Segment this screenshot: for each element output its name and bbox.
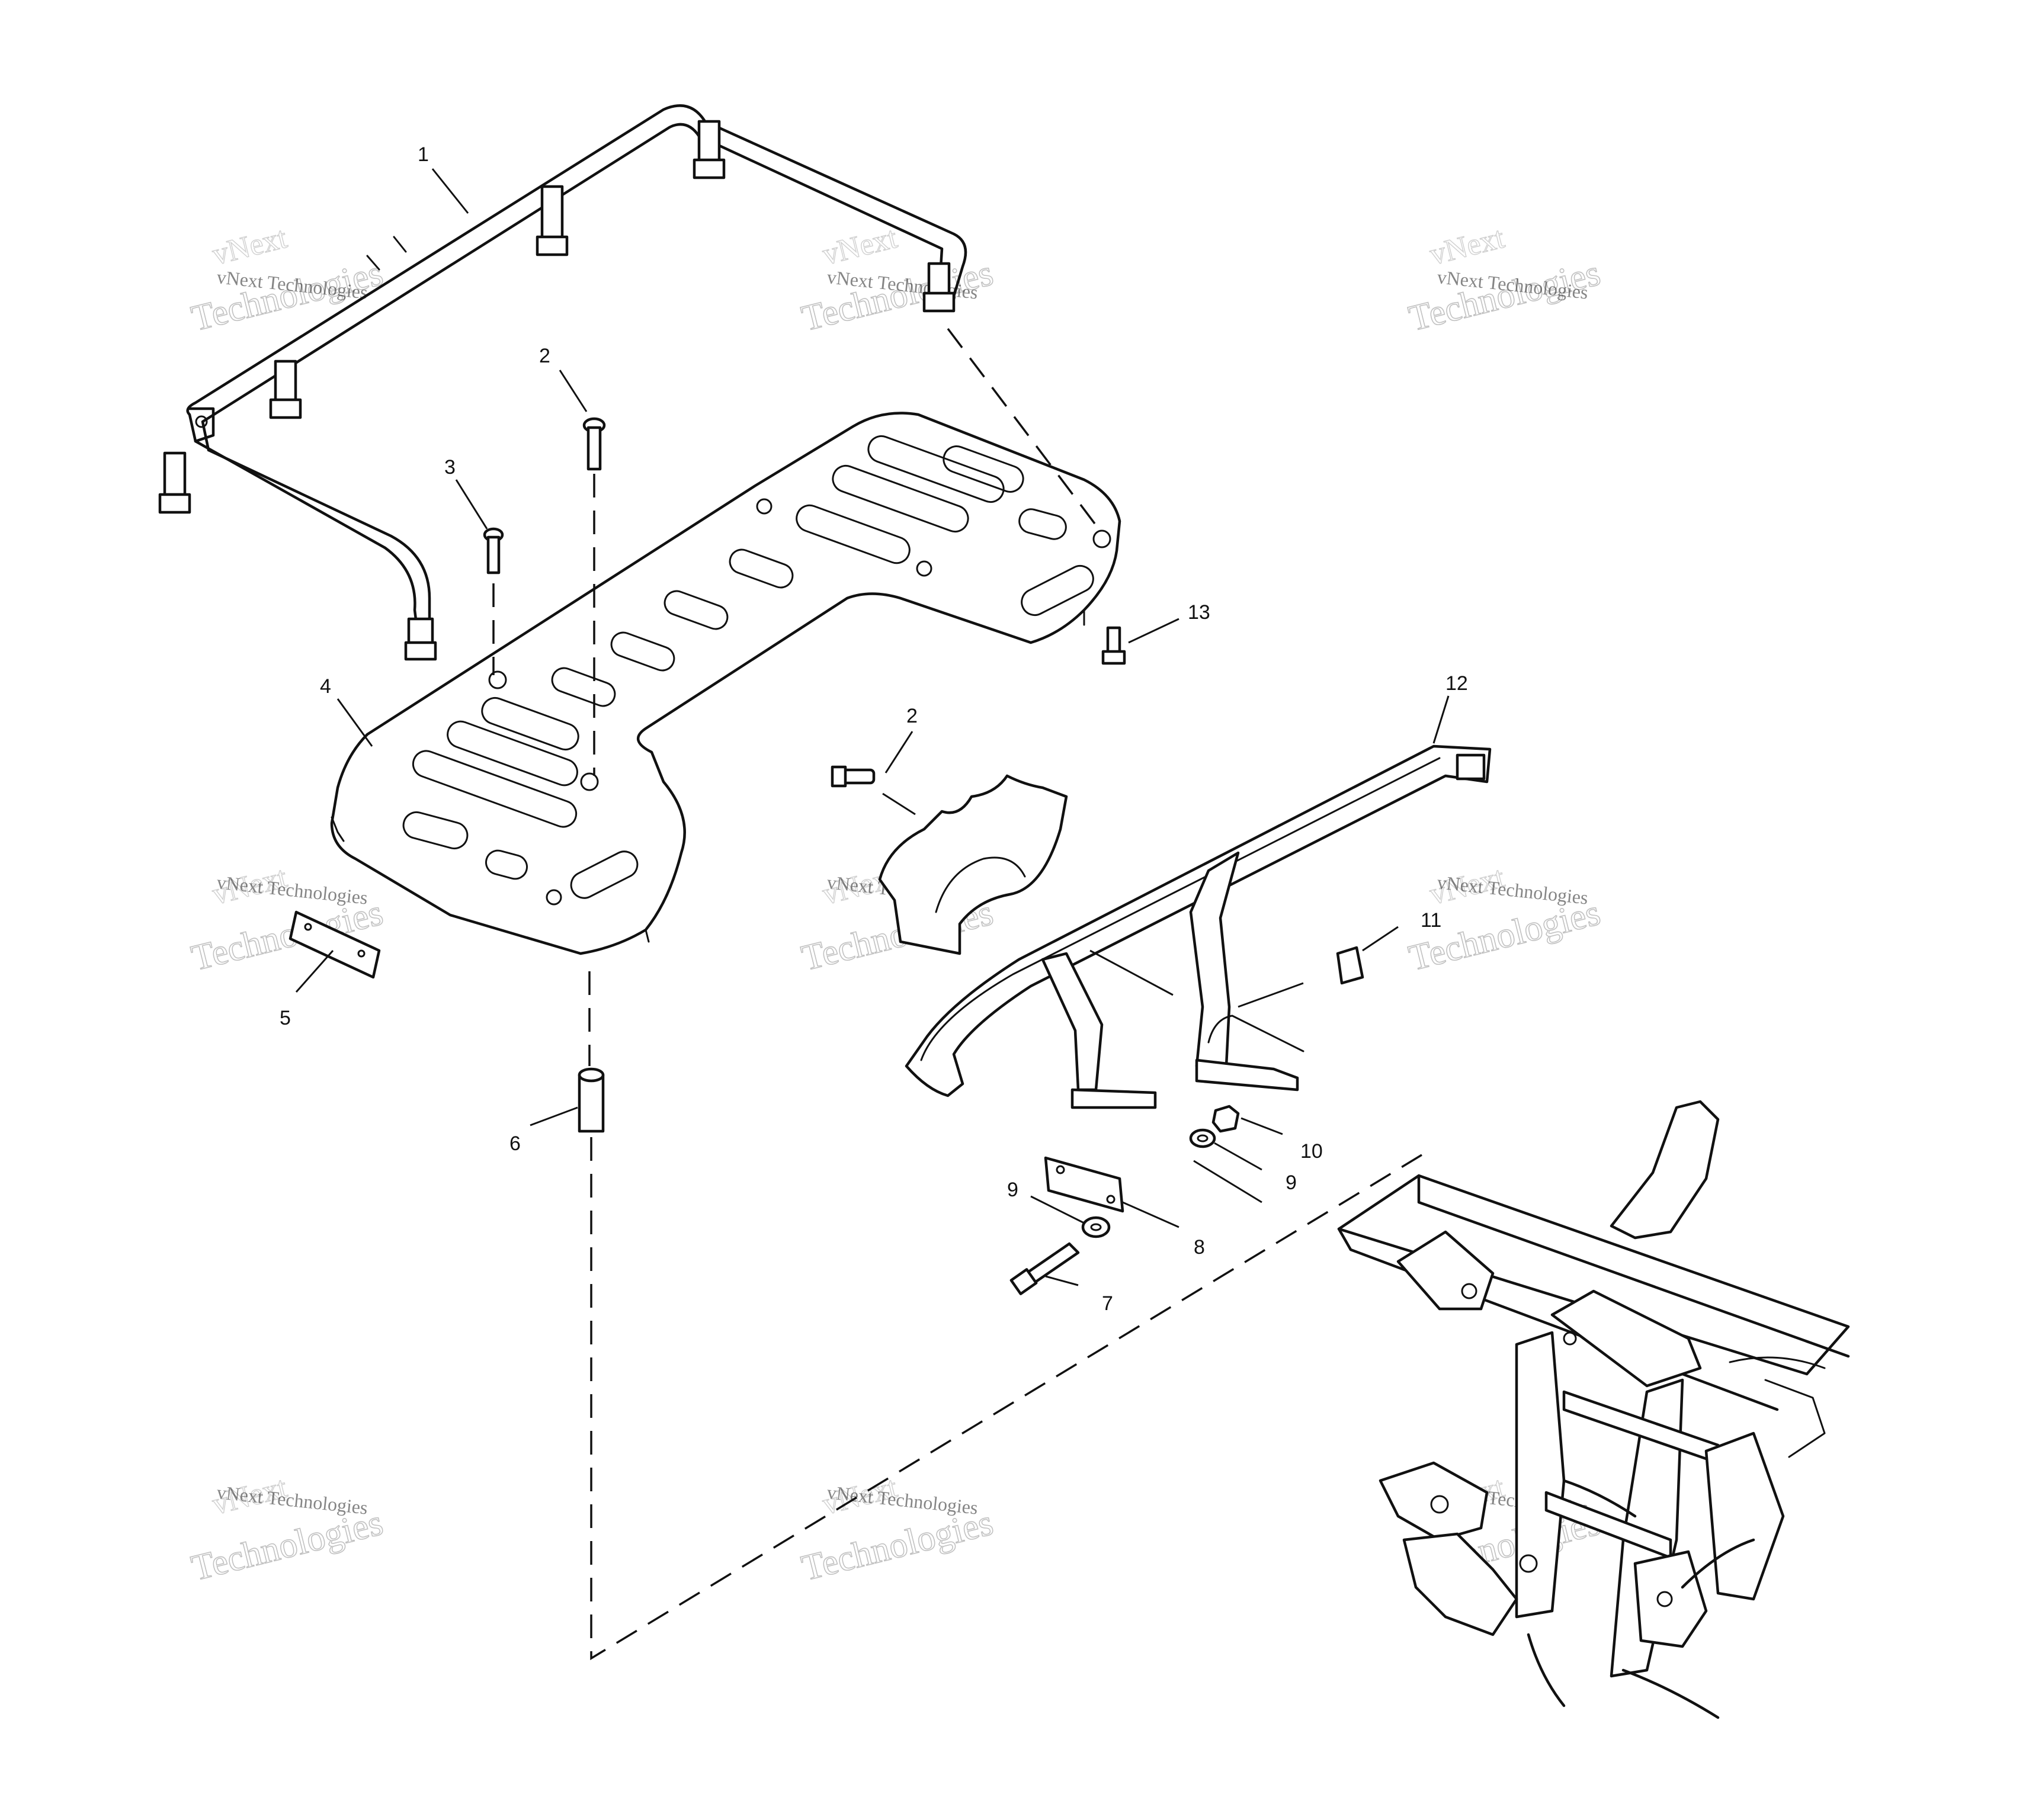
leader-13 — [1128, 618, 1179, 644]
leader-9b — [1214, 1142, 1262, 1171]
callout-10: 10 — [1300, 1140, 1323, 1163]
callout-7: 7 — [1102, 1292, 1113, 1315]
rail-post — [536, 185, 569, 256]
leader-8 — [1122, 1201, 1179, 1228]
callout-5: 5 — [280, 1007, 291, 1029]
leader-5 — [295, 950, 334, 993]
callout-4: 4 — [320, 675, 331, 698]
part-12-rack-support — [905, 744, 1492, 1109]
leader-2a — [559, 370, 588, 412]
part-9-washer-lower — [1081, 1216, 1111, 1238]
part-5-plate — [289, 910, 381, 979]
part-9-washer-upper — [1189, 1128, 1216, 1148]
watermark: vNext Technologies — [1405, 220, 1605, 339]
part-13-bolt — [1101, 626, 1126, 665]
leader-4 — [336, 698, 373, 747]
callout-2a: 2 — [539, 345, 550, 367]
bolt-guide-line — [882, 792, 916, 816]
callout-11: 11 — [1421, 909, 1441, 932]
part-10-nut — [1211, 1105, 1240, 1133]
callout-9b: 9 — [1286, 1171, 1297, 1194]
leader-1 — [431, 168, 469, 214]
callout-2b: 2 — [906, 705, 918, 727]
callout-6: 6 — [509, 1132, 521, 1155]
watermark-line-1: vNext — [209, 221, 291, 272]
rail-post — [922, 262, 956, 313]
rail-post — [269, 359, 302, 419]
leader-11 — [1362, 926, 1399, 952]
alignment-lines — [492, 328, 1422, 1661]
callout-3: 3 — [444, 456, 456, 479]
rail-post — [693, 120, 726, 179]
part-8-plate — [1044, 1156, 1124, 1213]
watermark: vNext Technologies — [187, 220, 387, 339]
bracket-cutaway — [878, 774, 1068, 955]
rail-post — [158, 451, 191, 514]
watermark: vNext Technologies — [797, 1470, 998, 1589]
leader-6 — [530, 1106, 578, 1126]
watermark: vNext Technologies — [187, 1470, 387, 1589]
watermark-line-1: vNext — [819, 221, 901, 272]
part-6-spacer — [578, 1067, 605, 1133]
leader-2b — [884, 731, 913, 773]
part-4-rack-platform — [330, 412, 1121, 955]
guide-line — [1238, 982, 1304, 1008]
part-1-rack-rail — [158, 104, 967, 661]
callout-8: 8 — [1194, 1236, 1205, 1259]
part-7-bolt — [1009, 1242, 1080, 1295]
callout-1: 1 — [418, 143, 429, 166]
callouts: 1 2 2 3 4 5 6 7 8 9 9 10 11 12 13 — [280, 143, 1468, 1315]
leader-3 — [455, 479, 488, 529]
watermark-line-1: vNext — [1427, 221, 1508, 272]
part-11-clip — [1336, 946, 1364, 985]
part-2-bolt — [582, 417, 606, 471]
callout-9a: 9 — [1007, 1179, 1018, 1201]
watermark: vNext Technologies — [797, 220, 998, 339]
part-3-bolt — [483, 527, 504, 574]
guide-line — [1089, 949, 1174, 996]
leader-9a — [1030, 1195, 1085, 1224]
leader-10 — [1241, 1117, 1283, 1135]
leader-7 — [1045, 1275, 1079, 1286]
rail-post — [404, 617, 437, 661]
callout-13: 13 — [1188, 601, 1210, 624]
part-2-bolt-right — [831, 765, 876, 788]
leader-12 — [1432, 695, 1450, 744]
vehicle-frame — [1337, 1100, 1850, 1719]
callout-12: 12 — [1445, 672, 1468, 695]
guide-line — [1193, 1160, 1262, 1203]
